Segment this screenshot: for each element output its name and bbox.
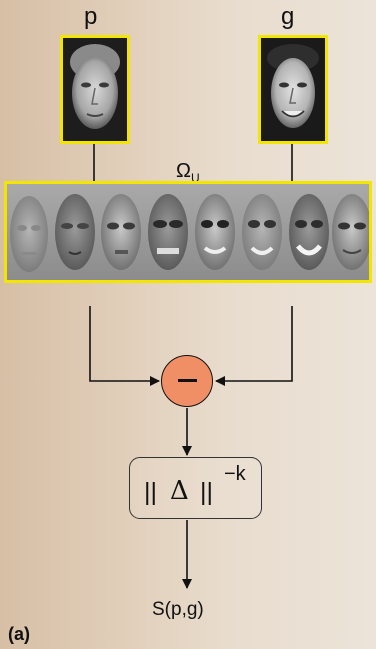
eigenface-1: [10, 196, 48, 272]
eigenface-strip: [4, 181, 372, 283]
norm-exponent: −k: [224, 463, 246, 485]
norm-delta-symbol: Δ: [170, 476, 189, 506]
subspace-label: ΩU: [176, 160, 200, 185]
norm-box: || Δ || −k: [129, 457, 262, 519]
arrow-gallery-projection-to-diff: [215, 306, 293, 386]
gallery-label: g: [281, 3, 295, 30]
probe-face-image: [60, 35, 130, 144]
output-label: S(p,g): [152, 599, 204, 620]
eigenface-8: [332, 194, 369, 270]
arrow-probe-projection-to-diff: [89, 306, 160, 386]
eigenface-7: [289, 194, 329, 270]
minus-sign-icon: [178, 379, 197, 382]
norm-left-bars: ||: [144, 478, 157, 506]
eigenface-4: [148, 194, 188, 270]
subspace-subscript: U: [190, 171, 200, 185]
eigenface-5: [195, 194, 235, 270]
gallery-face-image: [258, 35, 328, 144]
eigenface-6: [242, 194, 282, 270]
difference-operator-node: −: [161, 355, 213, 407]
eigenface-3: [101, 194, 141, 270]
norm-right-bars: ||: [200, 478, 213, 506]
probe-label: p: [84, 3, 98, 30]
subspace-symbol: Ω: [176, 160, 191, 182]
panel-label: (a): [8, 624, 30, 644]
eigenface-2: [55, 194, 95, 270]
